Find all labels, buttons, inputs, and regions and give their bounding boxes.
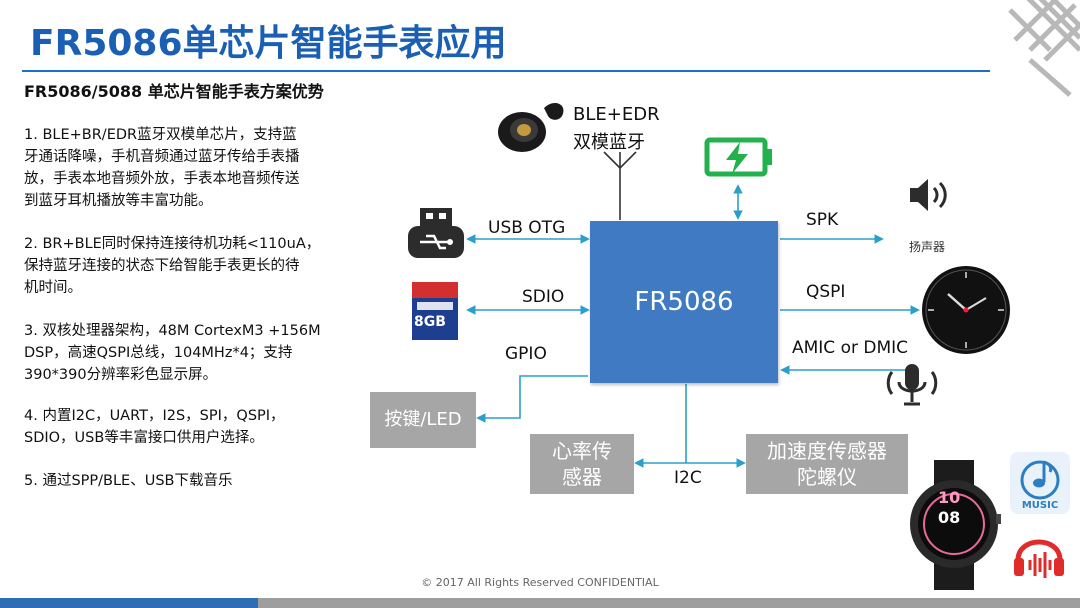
advantage-1-line-1: 1. BLE+BR/EDR蓝牙双模单芯片，支持蓝	[24, 127, 297, 143]
audio-app-icon	[1014, 539, 1064, 578]
gpio-label: GPIO	[505, 344, 547, 364]
music-app-label: MUSIC	[1021, 500, 1059, 511]
advantage-5: 5. 通过SPP/BLE、USB下载音乐	[24, 470, 369, 492]
sd-card-icon	[412, 282, 458, 340]
microphone-icon	[886, 364, 938, 406]
footer-copyright: © 2017 All Rights Reserved CONFIDENTIAL	[421, 576, 659, 589]
speaker-icon	[910, 179, 947, 211]
advantage-1-line-4: 到蓝牙耳机播放等丰富功能。	[24, 193, 213, 209]
heart-rate-sensor-box: 心率传 感器	[530, 434, 634, 494]
speaker-label: 扬声器	[909, 240, 946, 254]
usb-otg-label: USB OTG	[488, 218, 566, 238]
advantage-4-line-1: 4. 内置I2C，UART，I2S，SPI，QSPI，	[24, 408, 285, 424]
bt-label-line2: 双模蓝牙	[573, 132, 645, 153]
watch-face-icon	[922, 266, 1010, 354]
advantage-3: 3. 双核处理器架构，48M CortexM3 +156M DSP，高速QSPI…	[24, 320, 369, 386]
mic-label: AMIC or DMIC	[792, 338, 909, 358]
sd-card-capacity: 8GB	[414, 314, 446, 330]
spk-label: SPK	[806, 210, 839, 230]
advantage-4: 4. 内置I2C，UART，I2S，SPI，QSPI， SDIO，USB等丰富接…	[24, 405, 369, 449]
advantage-4-line-2: SDIO，USB等丰富接口供用户选择。	[24, 430, 264, 446]
advantage-2-line-3: 机时间。	[24, 280, 82, 296]
heart-rate-line1: 心率传	[552, 439, 612, 463]
advantage-3-line-2: DSP，高速QSPI总线，104MHz*4；支持	[24, 345, 293, 361]
advantage-3-line-1: 3. 双核处理器架构，48M CortexM3 +156M	[24, 323, 321, 339]
advantage-1-line-3: 放，手表本地音频外放，手表本地音频传送	[24, 171, 300, 187]
footer-bar-gray	[258, 598, 1080, 608]
advantage-1: 1. BLE+BR/EDR蓝牙双模单芯片，支持蓝 牙通话降噪，手机音频通过蓝牙传…	[24, 124, 369, 212]
title-underline	[22, 70, 990, 72]
page-title: FR5086单芯片智能手表应用	[30, 23, 507, 64]
qspi-label: QSPI	[806, 282, 846, 302]
footer-bar-blue	[0, 598, 258, 608]
music-app-icon: MUSIC	[1010, 452, 1070, 514]
battery-charging-icon	[704, 137, 772, 177]
advantage-2-line-2: 保持蓝牙连接的状态下给智能手表更长的待	[24, 258, 300, 274]
usb-icon	[408, 208, 464, 258]
advantages-heading: FR5086/5088 单芯片智能手表方案优势	[24, 82, 324, 101]
smartwatch-icon	[910, 460, 1001, 590]
advantage-5-line-1: 5. 通过SPP/BLE、USB下载音乐	[24, 473, 233, 489]
watch-time-hours: 10	[938, 488, 961, 507]
advantage-1-line-2: 牙通话降噪，手机音频通过蓝牙传给手表播	[24, 149, 300, 165]
advantage-2: 2. BR+BLE同时保持连接待机功耗<110uA， 保持蓝牙连接的状态下给智能…	[24, 233, 369, 299]
watch-time-minutes: 08	[938, 508, 961, 527]
accelerometer-box: 加速度传感器 陀螺仪	[746, 434, 908, 494]
music-note-icon	[1020, 460, 1060, 500]
earbud-icon	[498, 102, 564, 152]
fr5086-chip: FR5086	[590, 221, 778, 383]
bt-label-line1: BLE+EDR	[573, 104, 660, 125]
accel-line2: 陀螺仪	[797, 465, 857, 489]
i2c-label: I2C	[674, 468, 702, 488]
sdio-label: SDIO	[522, 287, 565, 307]
heart-rate-line2: 感器	[562, 465, 602, 489]
corner-logo-icon	[1008, 0, 1080, 97]
accel-line1: 加速度传感器	[767, 439, 887, 463]
key-led-box: 按键/LED	[370, 392, 476, 448]
advantage-3-line-3: 390*390分辨率彩色显示屏。	[24, 367, 218, 383]
advantage-2-line-1: 2. BR+BLE同时保持连接待机功耗<110uA，	[24, 236, 321, 252]
